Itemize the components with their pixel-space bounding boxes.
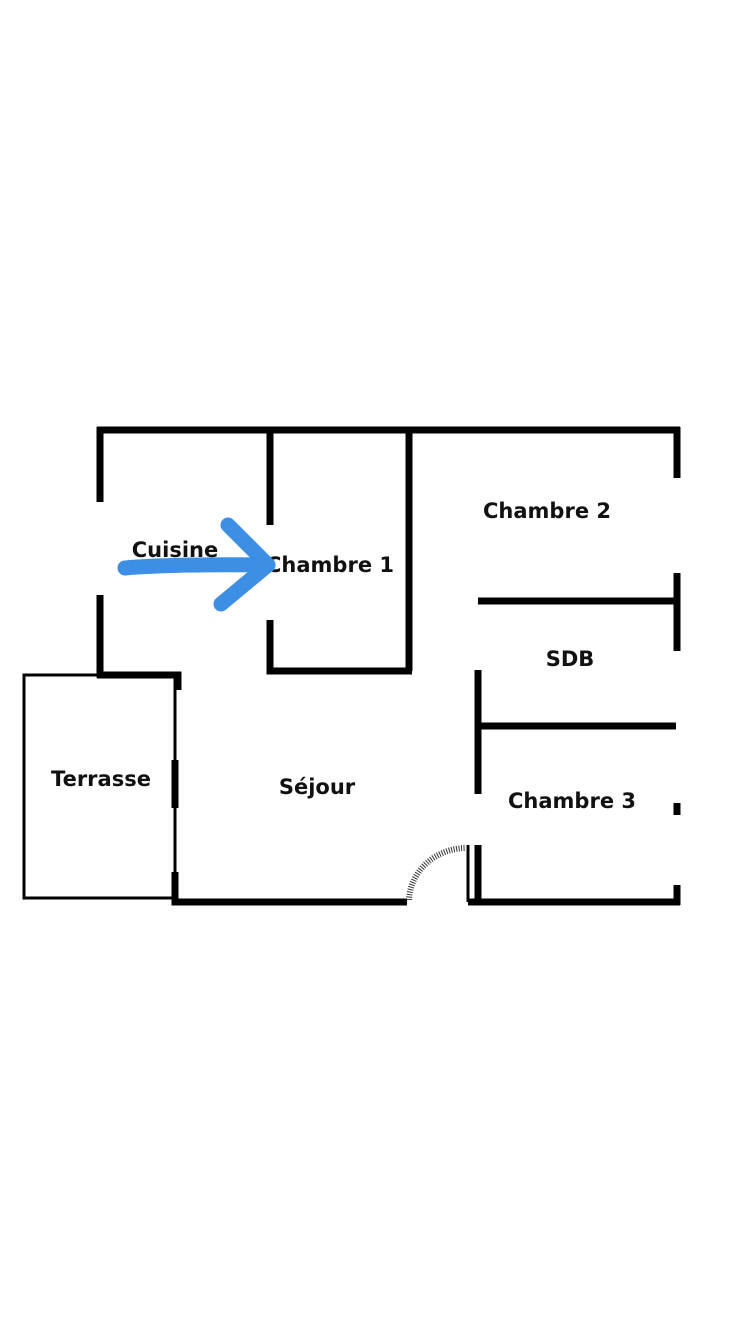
arrow-head <box>213 517 276 612</box>
label-chambre3: Chambre 3 <box>508 789 636 813</box>
arrow-icon <box>117 517 276 612</box>
label-terrasse: Terrasse <box>51 767 151 791</box>
wall-chambre1-left-lower <box>266 620 412 675</box>
label-chambre2: Chambre 2 <box>483 499 611 523</box>
wall-chambre3-bottom <box>468 845 680 906</box>
door-swing-arc <box>406 845 466 901</box>
label-chambre1: Chambre 1 <box>266 553 394 577</box>
arrow-shaft <box>117 557 276 576</box>
wall-sejour-bottom <box>171 872 407 906</box>
wall-kitchen-bottom <box>97 671 182 690</box>
label-sdb: SDB <box>546 647 595 671</box>
terrasse-outline <box>22 673 177 900</box>
label-sejour: Séjour <box>279 775 356 799</box>
walls <box>96 426 681 906</box>
